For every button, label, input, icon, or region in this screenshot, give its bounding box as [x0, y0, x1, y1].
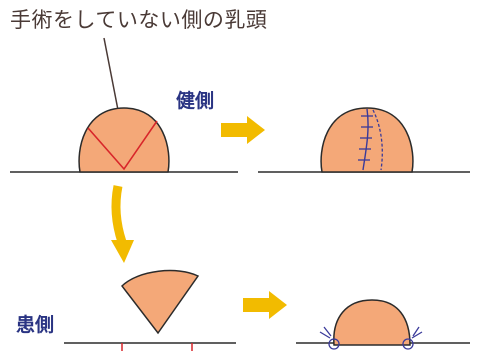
- suture-line: [362, 108, 369, 171]
- nipple-shape: [78, 107, 170, 173]
- suture-line-dashed: [372, 109, 383, 171]
- title-label: 手術をしていない側の乳頭: [10, 8, 268, 32]
- leader-line: [103, 37, 119, 111]
- suture-stitches: [319, 326, 423, 350]
- affected-side-before: [64, 342, 236, 351]
- right-arrow-top: [221, 116, 265, 144]
- incision-line: [87, 120, 158, 171]
- reconstructed-nipple: [333, 299, 411, 346]
- down-arrow: [111, 185, 134, 263]
- suture-stitches: [358, 115, 373, 161]
- affected-side-label: 患側: [16, 314, 55, 336]
- affected-side-after: [296, 299, 470, 350]
- healthy-nipple-after: [258, 107, 470, 173]
- excised-graft: [121, 269, 200, 335]
- healthy-nipple-before: [10, 107, 238, 173]
- healthy-side-label: 健側: [176, 90, 215, 112]
- right-arrow-bottom: [243, 291, 287, 319]
